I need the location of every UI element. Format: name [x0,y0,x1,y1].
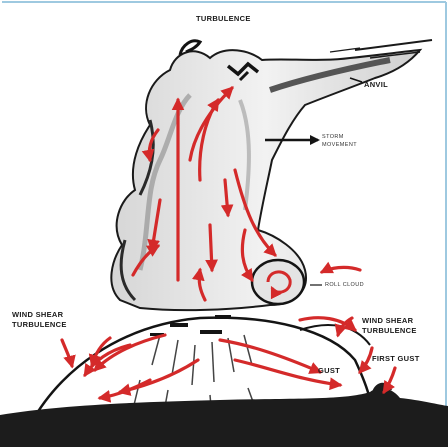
downdraft-arrow-1 [210,225,212,270]
label-wind-shear-right-1: WIND SHEAR [362,316,413,326]
outflow-arrow-right-1 [220,340,320,372]
roll-cloud-pointer [322,267,360,272]
label-storm-movement-1: STORM [322,134,344,141]
label-wind-shear-left-2: TURBULENCE [12,320,67,330]
label-wind-shear-left-1: WIND SHEAR [12,310,63,320]
outflow-arrow-left-5 [100,380,150,398]
label-wind-shear-right-2: TURBULENCE [362,326,417,336]
label-turbulence-top: TURBULENCE [196,14,251,24]
anvil-streak-1 [355,40,432,50]
label-storm-movement-2: MOVEMENT [322,142,357,149]
gust-pointer [360,348,372,372]
wind-shear-left-pointer [62,340,72,366]
ground [0,388,448,447]
label-gust: GUST [318,366,340,376]
label-first-gust: FIRST GUST [372,354,420,364]
label-roll-cloud: ROLL CLOUD [325,282,364,289]
label-anvil: ANVIL [364,80,388,90]
roll-cloud [252,260,304,304]
